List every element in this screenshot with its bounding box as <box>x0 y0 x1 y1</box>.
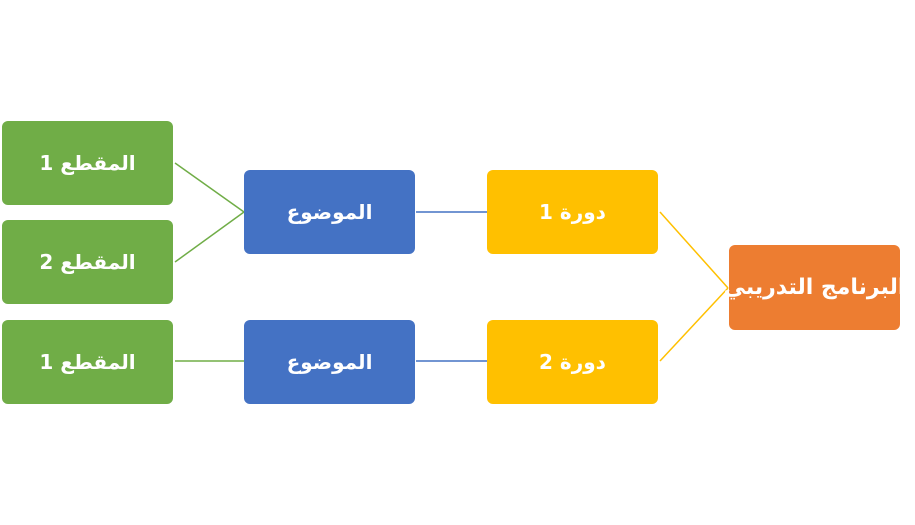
program-label: البرنامج التدريبي <box>723 275 906 300</box>
course-node-2: دورة 2 <box>487 320 658 404</box>
segment-label: المقطع 1 <box>39 151 136 175</box>
segment-label: المقطع 1 <box>39 350 136 374</box>
topic-label: الموضوع <box>286 200 373 224</box>
connector-topic-1-segment-2 <box>174 211 245 263</box>
connector-topic-1-segment-1 <box>174 162 245 213</box>
segment-node-2: المقطع 2 <box>2 220 173 304</box>
connector-program-course-2 <box>659 287 729 362</box>
program-node: البرنامج التدريبي <box>724 245 905 330</box>
connector-program-course-1 <box>659 211 729 289</box>
topic-label: الموضوع <box>286 350 373 374</box>
course-node-1: دورة 1 <box>487 170 658 254</box>
segment-node-3: المقطع 1 <box>2 320 173 404</box>
course-label: دورة 1 <box>539 200 606 224</box>
segment-label: المقطع 2 <box>39 250 136 274</box>
course-label: دورة 2 <box>539 350 606 374</box>
topic-node-1: الموضوع <box>244 170 415 254</box>
topic-node-2: الموضوع <box>244 320 415 404</box>
segment-node-1: المقطع 1 <box>2 121 173 205</box>
